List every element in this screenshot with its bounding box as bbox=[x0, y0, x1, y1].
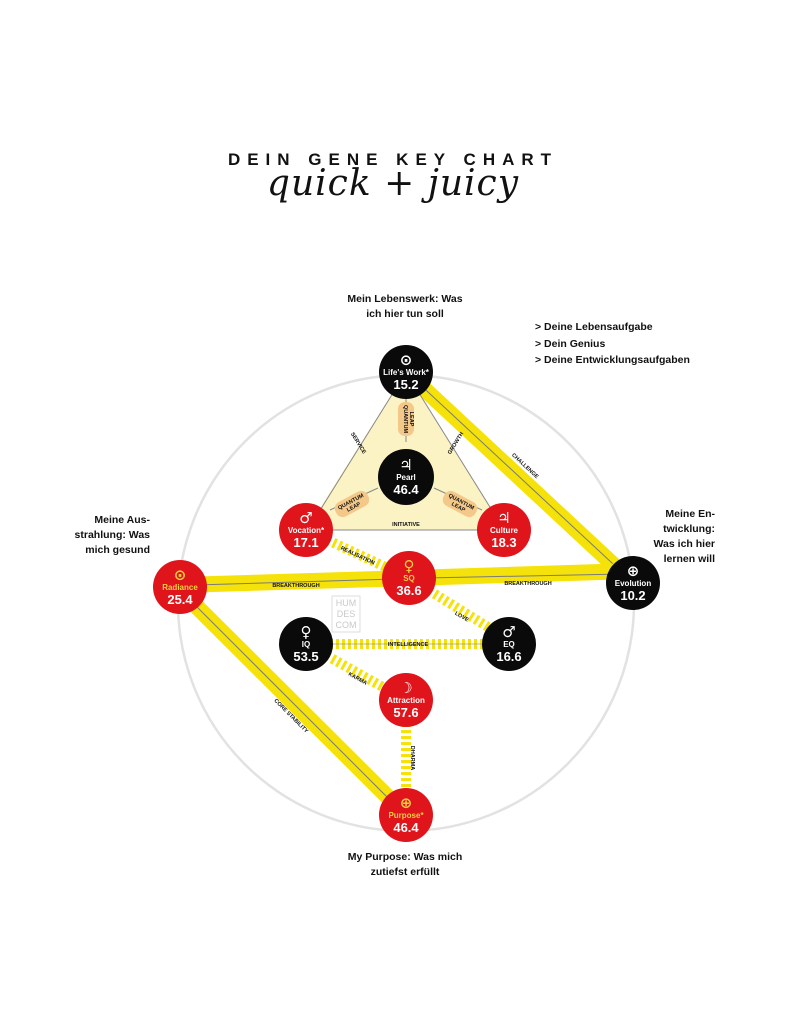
vocation-symbol-icon: ♂ bbox=[299, 509, 312, 527]
node-circle bbox=[382, 551, 436, 605]
annotation-line: ich hier tun soll bbox=[366, 308, 444, 320]
node-vocation: ♂Vocation*17.1 bbox=[279, 503, 333, 557]
annotation-lifes-work: Mein Lebenswerk: Was ich hier tun soll bbox=[330, 292, 480, 322]
annotation-radiance: Meine Aus- strahlung: Was mich gesund bbox=[50, 513, 150, 558]
radiance-symbol-icon: ⊙ bbox=[174, 566, 187, 584]
node-value: 15.2 bbox=[393, 377, 418, 392]
node-name: Radiance bbox=[162, 583, 198, 592]
annotation-line: strahlung: Was bbox=[74, 529, 150, 541]
label-breakthrough-right: BREAKTHROUGH bbox=[504, 581, 551, 587]
band-challenge bbox=[400, 366, 639, 589]
node-value: 25.4 bbox=[167, 592, 193, 607]
pearl-symbol-icon: ♃ bbox=[399, 456, 412, 474]
node-name: Culture bbox=[490, 526, 519, 535]
watermark-line: DES bbox=[337, 609, 356, 619]
node-circle bbox=[379, 345, 433, 399]
annotation-line: Was ich hier bbox=[653, 538, 715, 550]
annotation-line: Meine En- bbox=[665, 508, 715, 520]
annotation-line: My Purpose: Was mich bbox=[347, 851, 463, 863]
node-name: EQ bbox=[503, 640, 515, 649]
label-dharma: DHARMA bbox=[409, 746, 415, 770]
watermark-line: COM bbox=[336, 620, 357, 630]
edge-label: LEAP bbox=[408, 412, 414, 427]
bullet-item: > Deine Entwicklungsaufgaben bbox=[535, 354, 690, 366]
node-name: Vocation* bbox=[288, 526, 325, 535]
node-value: 46.4 bbox=[393, 820, 419, 835]
label-breakthrough-left: BREAKTHROUGH bbox=[272, 583, 319, 589]
annotation-line: Mein Lebenswerk: Was bbox=[347, 293, 463, 305]
node-value: 53.5 bbox=[293, 649, 318, 664]
bullet-item: > Dein Genius bbox=[535, 337, 606, 350]
iq-symbol-icon: ♀ bbox=[301, 623, 312, 641]
node-circle bbox=[477, 503, 531, 557]
node-name: Life's Work* bbox=[383, 368, 430, 377]
node-value: 10.2 bbox=[620, 588, 645, 603]
node-circle bbox=[279, 503, 333, 557]
node-circle bbox=[279, 617, 333, 671]
label-karma: KARMA bbox=[347, 672, 368, 687]
node-name: SQ bbox=[403, 574, 415, 583]
quantum-leap-top: QUANTUM LEAP bbox=[398, 402, 414, 436]
node-circle bbox=[379, 788, 433, 842]
node-value: 17.1 bbox=[293, 535, 318, 550]
watermark-line: HUM bbox=[336, 598, 357, 608]
annotation-line: Meine Aus- bbox=[94, 514, 150, 526]
label-intelligence: INTELLIGENCE bbox=[388, 642, 429, 648]
bullet-item: > Deine Lebensaufgabe bbox=[535, 321, 653, 333]
edge-label: QUANTUM bbox=[402, 405, 408, 434]
band-breakthrough-right bbox=[408, 563, 634, 586]
eq-symbol-icon: ♂ bbox=[502, 623, 515, 641]
node-value: 18.3 bbox=[491, 535, 516, 550]
node-name: Evolution bbox=[615, 579, 652, 588]
band-breakthrough-left bbox=[179, 570, 410, 593]
annotation-line: zutiefst erfüllt bbox=[370, 866, 440, 878]
node-circle bbox=[606, 556, 660, 610]
label-initiative: INITIATIVE bbox=[392, 522, 420, 528]
annotation-line: twicklung: bbox=[663, 523, 715, 535]
node-circle bbox=[379, 673, 433, 727]
watermark: HUM DES COM bbox=[331, 595, 361, 633]
node-lifes-work: ⊙Life's Work*15.2 bbox=[379, 345, 433, 399]
node-name: IQ bbox=[302, 640, 310, 649]
node-value: 16.6 bbox=[496, 649, 521, 664]
lifes-work-symbol-icon: ⊙ bbox=[400, 351, 413, 369]
purpose-symbol-icon: ⊕ bbox=[400, 794, 413, 812]
node-circle bbox=[378, 449, 434, 505]
node-name: Pearl bbox=[396, 473, 416, 482]
annotation-line: lernen will bbox=[663, 553, 715, 565]
node-value: 36.6 bbox=[396, 583, 421, 598]
node-value: 46.4 bbox=[393, 482, 419, 497]
annotation-line: mich gesund bbox=[85, 544, 150, 556]
nodes-layer: ⊙Life's Work*15.2♃Pearl46.4♂Vocation*17.… bbox=[153, 345, 660, 842]
sq-symbol-icon: ♀ bbox=[404, 557, 415, 575]
page-subtitle: quick + juicy bbox=[266, 163, 520, 204]
node-name: Purpose* bbox=[388, 811, 424, 820]
bullet-list: > Deine Lebensaufgabe > Dein Genius > De… bbox=[535, 319, 690, 369]
node-circle bbox=[153, 560, 207, 614]
node-purpose: ⊕Purpose*46.4 bbox=[379, 788, 433, 842]
annotation-evolution: Meine En- twicklung: Was ich hier lernen… bbox=[625, 507, 715, 567]
band-core-stability bbox=[174, 584, 412, 821]
node-circle bbox=[482, 617, 536, 671]
page-title: DEIN GENE KEY CHART bbox=[227, 150, 559, 169]
culture-symbol-icon: ♃ bbox=[497, 509, 510, 527]
node-name: Attraction bbox=[387, 696, 425, 705]
attraction-symbol-icon: ☽ bbox=[399, 679, 412, 697]
evolution-symbol-icon: ⊕ bbox=[627, 562, 640, 580]
annotation-purpose: My Purpose: Was mich zutiefst erfüllt bbox=[335, 850, 475, 880]
node-value: 57.6 bbox=[393, 705, 418, 720]
